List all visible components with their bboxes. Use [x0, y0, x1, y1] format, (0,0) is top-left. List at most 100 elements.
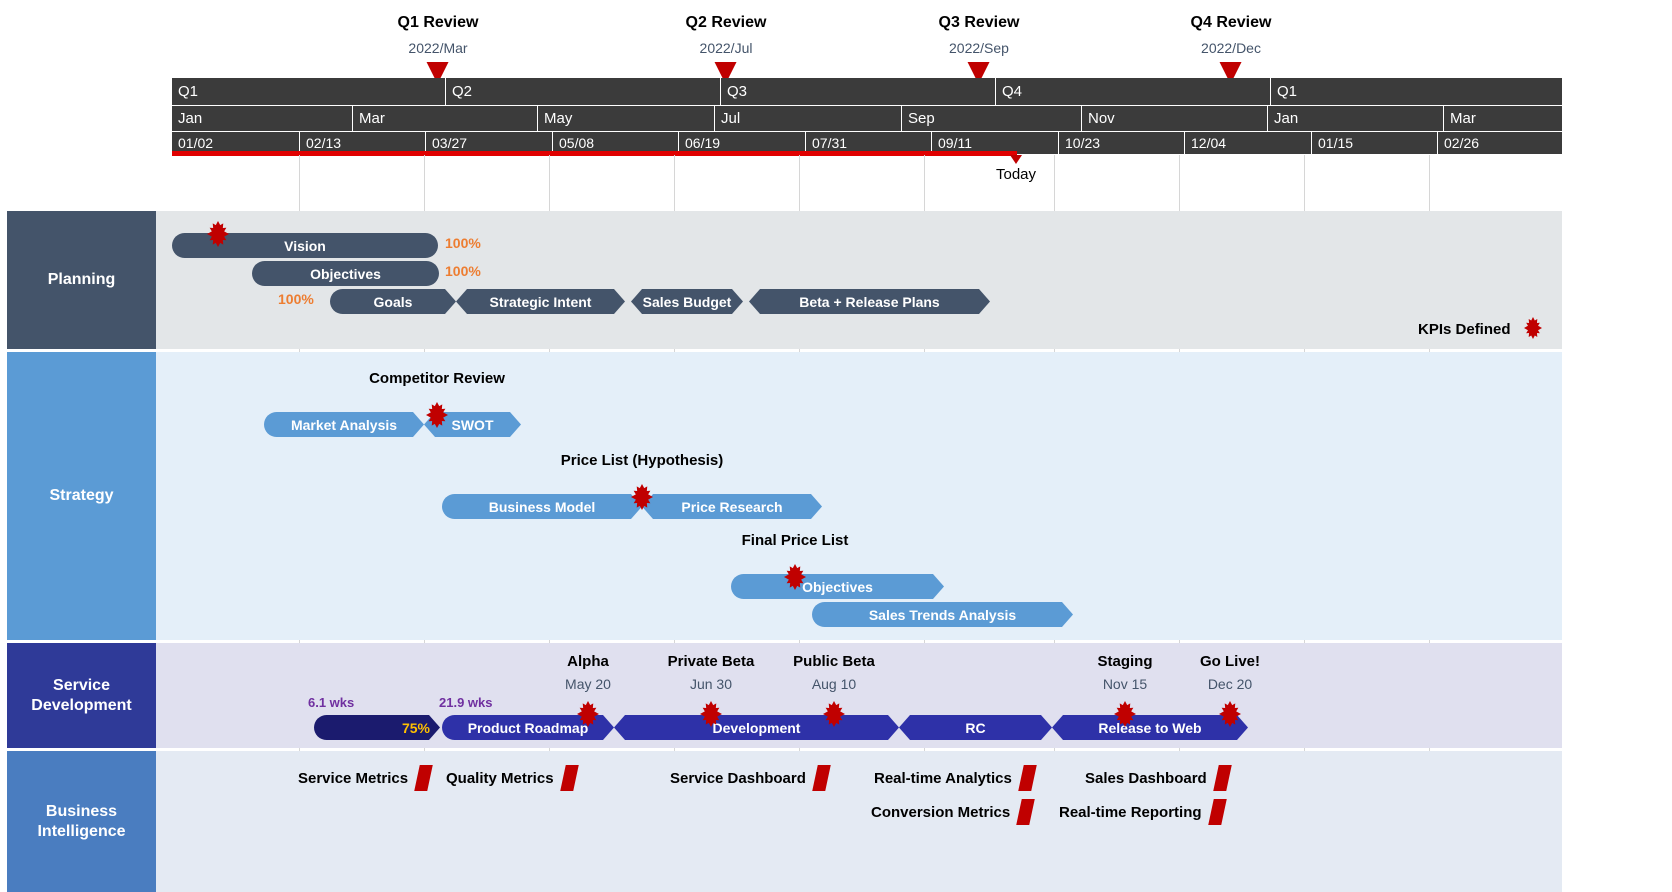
milestone-callout-title: Alpha — [567, 653, 609, 670]
today-label: Today — [995, 166, 1037, 183]
bi-marker-icon — [1207, 799, 1227, 825]
task-bar[interactable]: Strategic Intent — [456, 289, 625, 314]
timeline-day-cell: 07/31 — [805, 132, 931, 154]
bi-item[interactable]: Service Dashboard — [670, 765, 831, 791]
timeline-month-cell: Mar — [352, 106, 537, 131]
task-bar[interactable]: Market Analysis — [264, 412, 424, 437]
milestone-callout-date: Dec 20 — [1207, 676, 1253, 692]
milestone-callout-date: Nov 15 — [1102, 676, 1148, 692]
top-milestone-date: 2022/Dec — [1201, 40, 1261, 56]
top-milestone: Q3 Review 2022/Sep — [938, 14, 1020, 84]
timeline-day-cell: 01/02 — [178, 135, 214, 151]
percent-label: 100% — [445, 235, 481, 251]
milestone-callout-title: Staging — [1097, 653, 1153, 670]
milestone-callout-title: Go Live! — [1199, 653, 1261, 670]
timeline-month-cell: Jul — [714, 106, 901, 131]
timeline-month-cell: May — [537, 106, 714, 131]
top-milestone-title: Q2 Review — [685, 14, 767, 31]
timeline-day-cell: 12/04 — [1184, 132, 1311, 154]
milestone-callout: Final Price List — [742, 532, 849, 549]
bi-marker-icon — [1016, 799, 1035, 825]
kpi-defined-label: KPIs Defined — [1418, 321, 1511, 338]
milestone-callout-title: Price List (Hypothesis) — [560, 452, 724, 469]
bi-item[interactable]: Service Metrics — [298, 765, 433, 791]
bi-item[interactable]: Real-time Reporting — [1059, 799, 1227, 825]
progress-bar[interactable]: 75% — [314, 715, 440, 740]
task-bar[interactable]: Price Research — [642, 494, 822, 519]
swimlane-label: Business Intelligence — [7, 751, 156, 892]
timeline-month-cell: Nov — [1081, 106, 1267, 131]
timeline-day-cell: 09/11 — [931, 132, 1058, 154]
task-bar[interactable]: Product Roadmap — [442, 715, 614, 740]
task-bar[interactable]: Development — [614, 715, 899, 740]
bi-marker-icon — [1018, 765, 1037, 791]
timeline-month-cell: Jan — [178, 110, 203, 127]
milestone-callout: Go Live! Dec 20 — [1200, 653, 1260, 692]
top-milestone-title: Q3 Review — [938, 14, 1020, 31]
milestone-callout-date: Jun 30 — [689, 676, 733, 692]
milestone-callout: Price List (Hypothesis) — [561, 452, 724, 469]
timeline-quarter-cell: Q4 — [995, 78, 1270, 105]
bi-item[interactable]: Real-time Analytics — [874, 765, 1037, 791]
milestone-callout-date: May 20 — [565, 676, 611, 692]
milestone-diamond-icon — [1524, 317, 1542, 339]
duration-label: 21.9 wks — [439, 695, 493, 710]
milestone-callout-title: Competitor Review — [369, 370, 505, 387]
bi-item-label: Quality Metrics — [446, 769, 554, 787]
bi-marker-icon — [414, 765, 433, 791]
milestone-callout-title: Private Beta — [667, 653, 755, 670]
today-progress-line — [172, 151, 1017, 156]
timeline-day-cell: 10/23 — [1058, 132, 1184, 154]
swimlane-label: Planning — [7, 211, 156, 349]
bi-item-label: Conversion Metrics — [871, 803, 1011, 821]
swimlane-business-intelligence: Business Intelligence Service Metrics Qual… — [0, 751, 1562, 892]
bi-item-label: Real-time Reporting — [1059, 803, 1202, 821]
task-bar[interactable]: Sales Budget — [631, 289, 743, 314]
timeline-quarter-cell: Q2 — [445, 78, 720, 105]
timeline-quarter-cell: Q1 — [178, 83, 199, 100]
task-bar[interactable]: Business Model — [442, 494, 642, 519]
top-milestone-title: Q4 Review — [1190, 14, 1272, 31]
timeline-day-cell: 06/19 — [678, 132, 805, 154]
swimlane-label: Strategy — [7, 352, 156, 640]
task-bar[interactable]: Sales Trends Analysis — [812, 602, 1073, 627]
timeline-quarter-cell: Q3 — [720, 78, 995, 105]
bi-item[interactable]: Quality Metrics — [446, 765, 579, 791]
bi-marker-icon — [559, 765, 579, 791]
bi-item[interactable]: Conversion Metrics — [871, 799, 1035, 825]
milestone-callout-date: Aug 10 — [811, 676, 857, 692]
percent-label: 100% — [445, 263, 481, 279]
duration-label: 6.1 wks — [308, 695, 355, 710]
task-bar[interactable]: RC — [899, 715, 1052, 740]
top-milestone: Q4 Review 2022/Dec — [1190, 14, 1272, 84]
milestone-callout-title: Public Beta — [793, 653, 875, 670]
progress-percent-label: 75% — [401, 719, 430, 736]
top-milestone-date: 2022/Sep — [949, 40, 1009, 56]
bi-marker-icon — [812, 765, 831, 791]
task-bar[interactable]: Objectives — [731, 574, 944, 599]
timeline-day-cell: 02/13 — [299, 132, 425, 154]
bi-item-label: Service Metrics — [298, 769, 409, 787]
bi-item[interactable]: Sales Dashboard — [1085, 765, 1232, 791]
task-bar[interactable]: Goals — [330, 289, 456, 314]
bi-item-label: Real-time Analytics — [874, 769, 1012, 787]
task-bar[interactable]: Objectives — [252, 261, 439, 286]
timeline-month-cell: Sep — [901, 106, 1081, 131]
task-bar[interactable]: Release to Web — [1052, 715, 1248, 740]
bi-marker-icon — [1212, 765, 1232, 791]
task-bar[interactable]: Beta + Release Plans — [749, 289, 990, 314]
bi-item-label: Sales Dashboard — [1085, 769, 1207, 787]
